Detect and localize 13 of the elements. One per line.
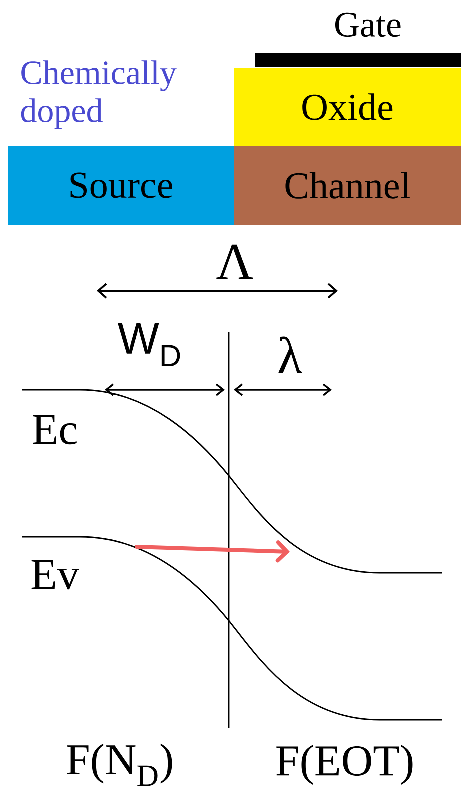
oxide-layer: Oxide bbox=[234, 68, 461, 146]
source-region: Source bbox=[8, 146, 234, 225]
axis-label: F(EOT) bbox=[276, 745, 413, 785]
band-label: Ec bbox=[33, 415, 77, 445]
node-label: Gate bbox=[336, 12, 401, 38]
dimension-label: W$_{D}$ bbox=[118, 324, 180, 366]
channel-region: Channel bbox=[234, 146, 461, 225]
annotation-label: Chemically doped bbox=[21, 60, 177, 130]
axis-label: F(N$_{D}$) bbox=[67, 744, 172, 786]
dimension-label: λ bbox=[278, 336, 302, 374]
dimension-label: Λ bbox=[216, 244, 254, 280]
band-label: Ev bbox=[32, 560, 80, 590]
gate-bar: Gate bbox=[255, 12, 461, 67]
